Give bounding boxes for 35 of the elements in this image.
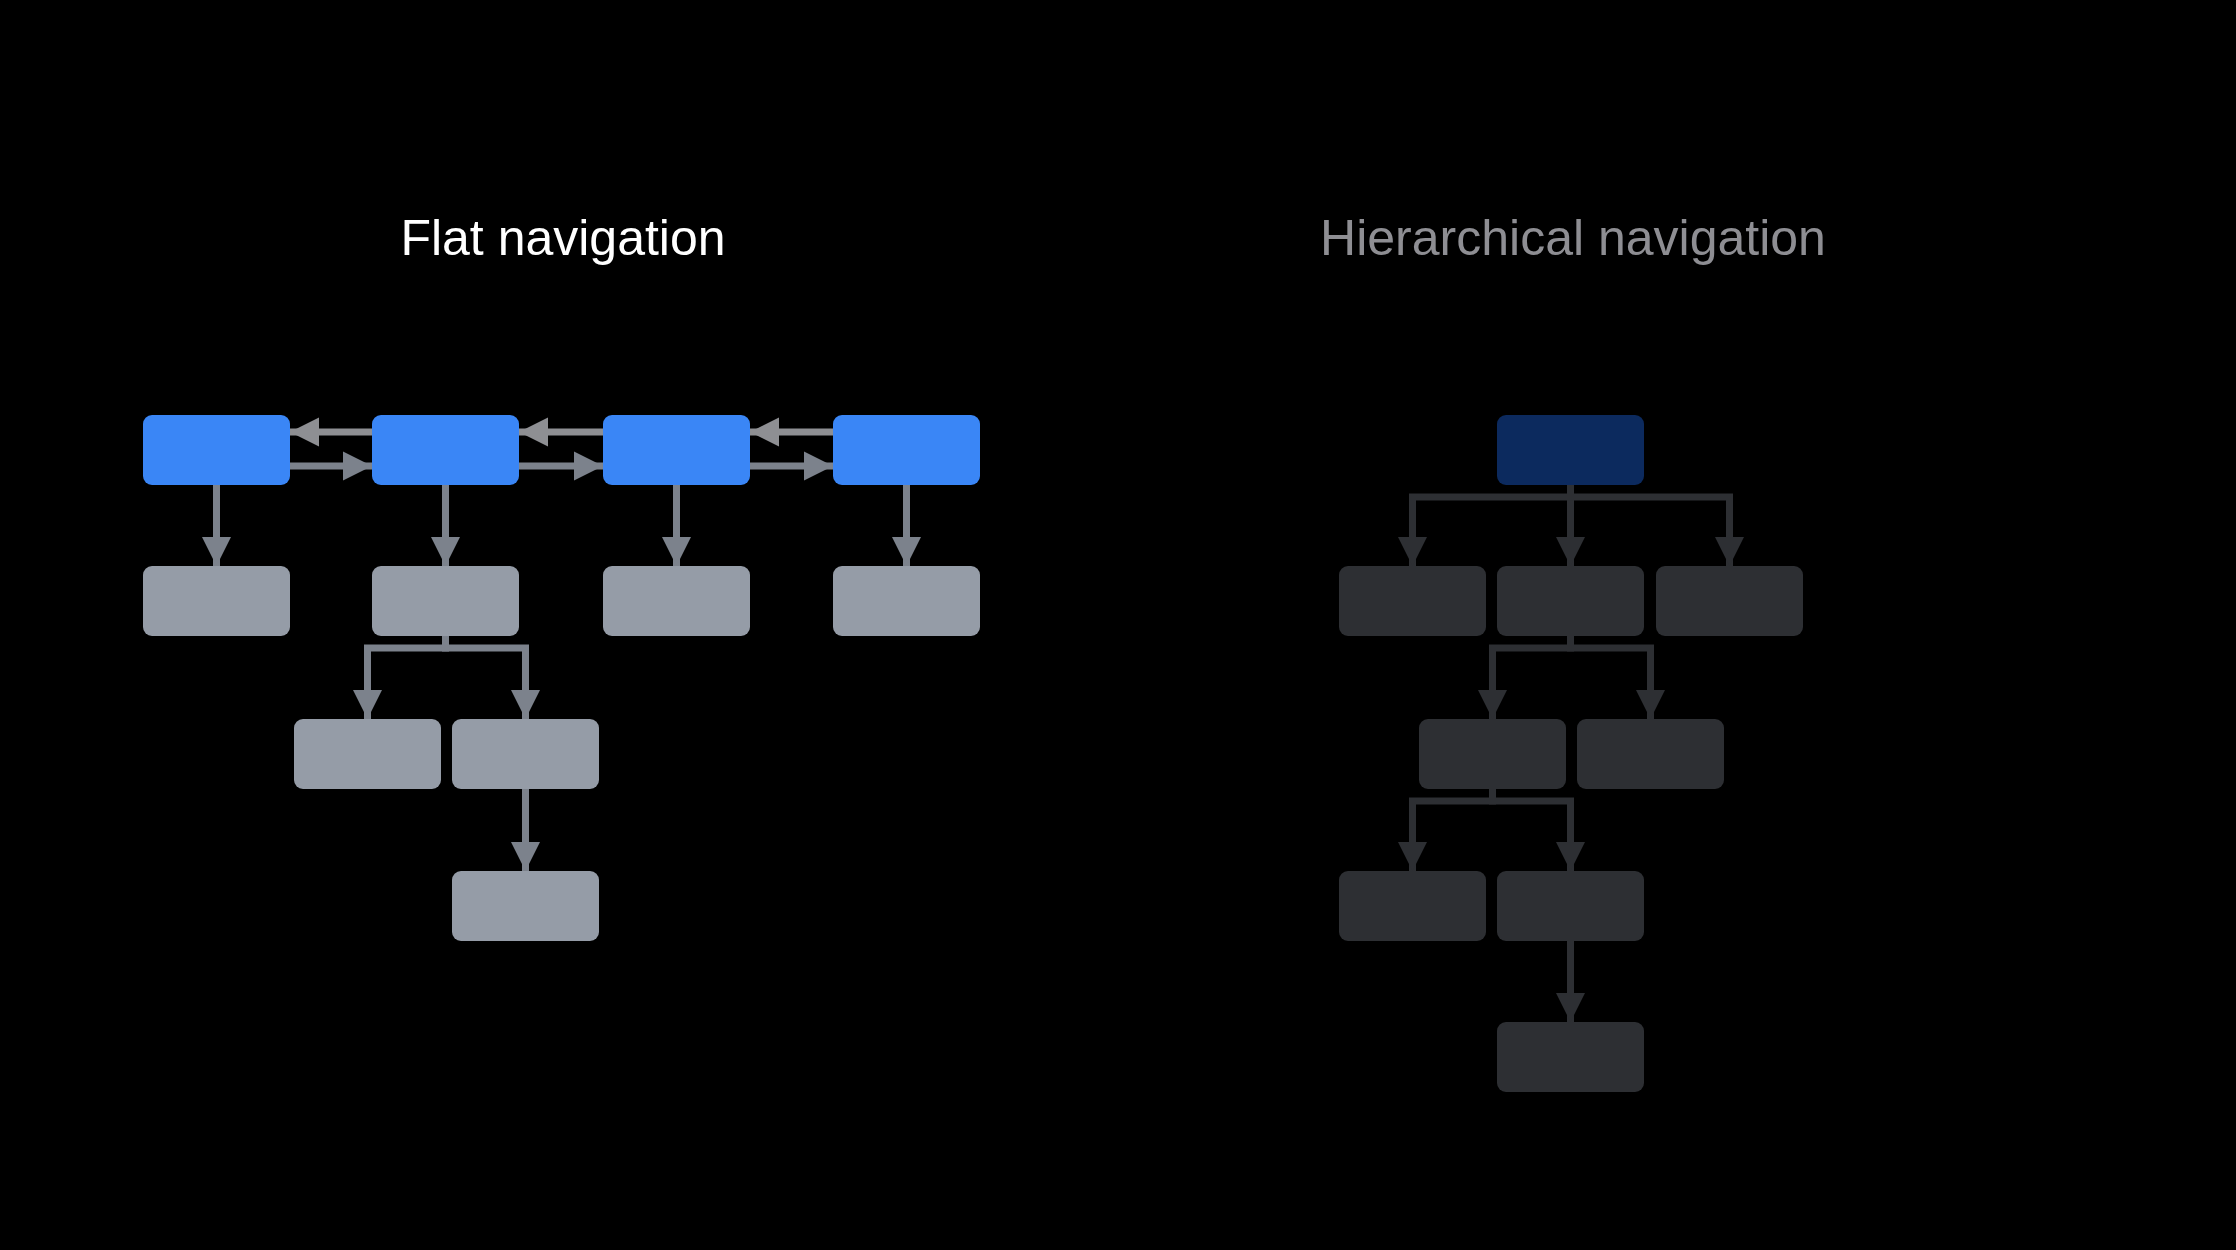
- screen-box: [1497, 871, 1644, 941]
- arrow: [510, 789, 541, 871]
- screen-box: [833, 415, 980, 485]
- section-heading: Flat navigation: [400, 209, 726, 267]
- arrow: [519, 417, 603, 447]
- screen-box: [372, 566, 519, 636]
- arrow: [750, 417, 833, 447]
- screen-box: [1577, 719, 1724, 789]
- screen-box: [1656, 566, 1803, 636]
- screen-box: [452, 871, 599, 941]
- arrow: [290, 451, 372, 481]
- arrow: [442, 636, 541, 719]
- arrow: [201, 485, 232, 566]
- screen-box: [452, 719, 599, 789]
- screen-box: [294, 719, 441, 789]
- screen-box: [1339, 566, 1486, 636]
- arrow: [1555, 941, 1586, 1022]
- arrow: [750, 451, 833, 481]
- screen-box: [1339, 871, 1486, 941]
- screen-box: [1497, 1022, 1644, 1092]
- arrow: [519, 451, 603, 481]
- arrow: [430, 485, 461, 566]
- screen-box: [143, 415, 290, 485]
- screen-box: [1497, 415, 1644, 485]
- screen-box: [603, 566, 750, 636]
- arrow: [290, 417, 372, 447]
- screen-box: [1419, 719, 1566, 789]
- arrow: [661, 485, 692, 566]
- screen-box: [603, 415, 750, 485]
- screen-box: [1497, 566, 1644, 636]
- section-heading: Hierarchical navigation: [1320, 209, 1826, 267]
- screen-box: [372, 415, 519, 485]
- arrow: [891, 485, 922, 566]
- screen-box: [833, 566, 980, 636]
- screen-box: [143, 566, 290, 636]
